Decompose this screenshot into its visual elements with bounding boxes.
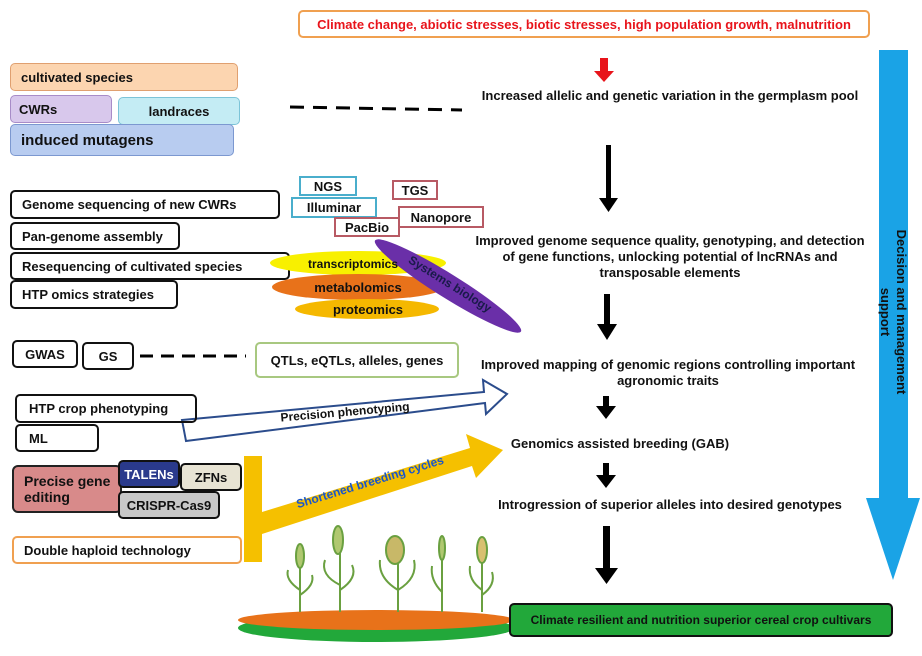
double-haploid-box: Double haploid technology — [12, 536, 242, 564]
genome-seq-cwr-label: Genome sequencing of new CWRs — [22, 197, 237, 212]
field-disk-top — [238, 610, 514, 630]
landraces-label: landraces — [148, 103, 210, 119]
ngs-box: NGS — [299, 176, 357, 196]
ngs-label: NGS — [313, 178, 343, 194]
cwrs-label: CWRs — [19, 101, 58, 117]
gwas-label: GWAS — [25, 346, 65, 362]
down-arrow-5 — [595, 526, 618, 584]
down-arrow-1 — [599, 145, 618, 212]
drivers-box: Climate change, abiotic stresses, biotic… — [298, 10, 870, 38]
cultivated-species-box: cultivated species — [10, 63, 238, 91]
landraces-box: landraces — [118, 97, 240, 125]
talens-label: TALENs — [124, 466, 174, 482]
precision-phenotyping-arrow — [180, 378, 509, 443]
final-cultivars-box: Climate resilient and nutrition superior… — [509, 603, 893, 637]
gab-text: Genomics assisted breeding (GAB) — [510, 436, 730, 451]
htp-omics-label: HTP omics strategies — [22, 287, 154, 302]
dashed-link-germplasm — [289, 105, 463, 112]
pacbio-label: PacBio — [344, 219, 390, 235]
genome-seq-cwr-box: Genome sequencing of new CWRs — [10, 190, 280, 219]
red-down-arrow — [594, 58, 614, 82]
cereal-plants-icon — [286, 525, 494, 612]
htp-phenotyping-label: HTP crop phenotyping — [29, 401, 169, 416]
down-arrow-2 — [597, 294, 617, 340]
nanopore-label: Nanopore — [410, 209, 472, 225]
gs-label: GS — [98, 348, 118, 364]
illumina-label: Illuminar — [306, 200, 362, 215]
induced-mutagens-box: induced mutagens — [10, 124, 234, 156]
shortened-breeding-arrow — [244, 434, 503, 562]
allelic-variation-text: Increased allelic and genetic variation … — [481, 88, 859, 103]
crispr-box: CRISPR-Cas9 — [118, 491, 220, 519]
gs-box: GS — [82, 342, 134, 370]
precise-editing-box: Precise gene editing — [12, 465, 122, 513]
ml-label: ML — [29, 430, 48, 446]
introgression-text: Introgression of superior alleles into d… — [498, 497, 842, 512]
cwrs-box: CWRs — [10, 95, 112, 123]
double-haploid-label: Double haploid technology — [24, 542, 191, 558]
zfns-label: ZFNs — [194, 469, 228, 485]
mapping-text: Improved mapping of genomic regions cont… — [480, 357, 856, 388]
drivers-text: Climate change, abiotic stresses, biotic… — [317, 16, 851, 32]
htp-omics-box: HTP omics strategies — [10, 280, 178, 309]
down-arrow-4 — [596, 463, 616, 488]
tgs-label: TGS — [401, 182, 429, 198]
cultivated-species-label: cultivated species — [21, 69, 133, 85]
crispr-label: CRISPR-Cas9 — [126, 497, 212, 513]
markers-box: QTLs, eQTLs, alleles, genes — [255, 342, 459, 378]
genome-quality-text: Improved genome sequence quality, genoty… — [475, 233, 865, 280]
zfns-box: ZFNs — [180, 463, 242, 491]
precise-editing-label: Precise gene editing — [24, 473, 111, 505]
proteomics-label: proteomics — [332, 302, 404, 317]
proteomics-ellipse — [295, 299, 439, 319]
markers-label: QTLs, eQTLs, alleles, genes — [270, 352, 444, 368]
metabolomics-label: metabolomics — [314, 280, 402, 295]
pangenome-box: Pan-genome assembly — [10, 222, 180, 250]
resequencing-label: Resequencing of cultivated species — [22, 258, 243, 274]
down-arrow-3 — [596, 396, 616, 419]
talens-box: TALENs — [118, 460, 180, 488]
gwas-box: GWAS — [12, 340, 78, 368]
pangenome-label: Pan-genome assembly — [22, 228, 163, 244]
induced-mutagens-label: induced mutagens — [21, 131, 154, 149]
htp-phenotyping-box: HTP crop phenotyping — [15, 394, 197, 423]
metabolomics-ellipse — [272, 274, 444, 300]
transcriptomics-label: transcriptomics — [308, 257, 399, 271]
decision-support-arrow — [866, 50, 920, 580]
ml-box: ML — [15, 424, 99, 452]
tgs-box: TGS — [392, 180, 438, 200]
final-cultivars-label: Climate resilient and nutrition superior… — [530, 613, 872, 627]
systems-biology-ellipse — [374, 239, 522, 333]
nanopore-box: Nanopore — [398, 206, 484, 228]
